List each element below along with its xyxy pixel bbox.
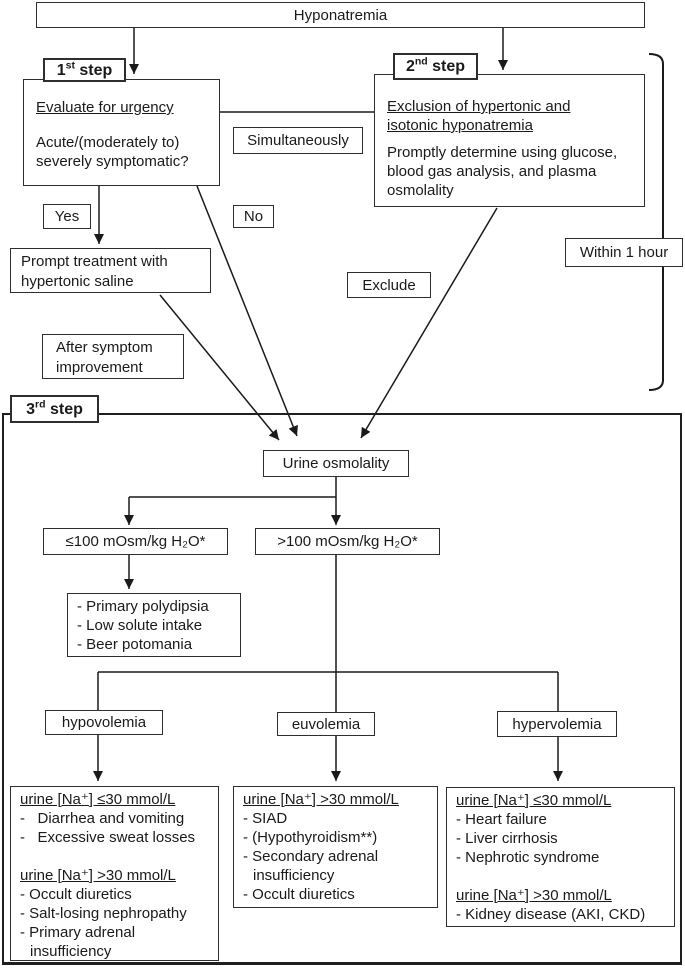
after-symptom-box: After symptom improvement — [42, 334, 184, 379]
osm-low-box: ≤100 mOsm/kg H₂O* — [43, 528, 228, 555]
osm-high-label: >100 mOsm/kg H₂O* — [277, 533, 418, 550]
exclude-box: Exclude — [347, 272, 431, 298]
yes-label: Yes — [54, 208, 80, 225]
step2-body-line2: blood gas analysis, and plasma — [387, 163, 597, 180]
after-line1: After symptom — [56, 339, 153, 356]
hyper-cause-kidney: - Kidney disease (AKI, CKD) — [456, 906, 646, 923]
step2-heading-line1: Exclusion of hypertonic and — [387, 98, 571, 115]
hypovolemia-label: hypovolemia — [61, 714, 147, 731]
hypervolemia-box: hypervolemia — [497, 711, 617, 737]
spacer-line — [20, 847, 218, 866]
hyponatremia-title: Hyponatremia — [293, 6, 388, 24]
hypo-cause-adrenal: - Primary adrenal — [20, 924, 136, 941]
after-line2: improvement — [56, 359, 143, 376]
hypo-na-gt30-heading: urine [Na⁺] >30 mmol/L — [20, 867, 176, 884]
step2-box: Exclusion of hypertonic and isotonic hyp… — [374, 74, 645, 207]
low-osm-cause-2: - Low solute intake — [77, 617, 203, 634]
low-osm-cause-3: - Beer potomania — [77, 636, 193, 653]
step2-heading-line2: isotonic hyponatremia — [387, 117, 533, 134]
step1-label-text: 1st step — [56, 59, 113, 79]
hypovolemia-box: hypovolemia — [45, 710, 163, 735]
hyper-cause-liver: - Liver cirrhosis — [456, 830, 558, 847]
step1-body-line1: Acute/(moderately to) — [36, 134, 180, 151]
hyper-cause-heart: - Heart failure — [456, 811, 547, 828]
no-label: No — [243, 208, 264, 225]
eu-cause-secondary-adrenal-wrap: insufficiency — [253, 867, 335, 884]
step3-region-box — [2, 413, 682, 965]
hypervolemia-detail-box: urine [Na⁺] ≤30 mmol/L - Heart failure -… — [446, 787, 675, 927]
step1-box: Evaluate for urgency Acute/(moderately t… — [23, 79, 220, 186]
within-1-hour-bracket — [648, 53, 664, 391]
hypo-cause-adrenal-wrap: insufficiency — [30, 943, 112, 960]
step2-label-text: 2nd step — [405, 55, 466, 75]
hypovolemia-detail-box: urine [Na⁺] ≤30 mmol/L - Diarrhea and vo… — [10, 786, 219, 961]
step3-label: 3rd step — [10, 395, 99, 423]
hypervolemia-label: hypervolemia — [512, 715, 602, 733]
step3-label-text: 3rd step — [26, 398, 83, 418]
hyponatremia-box: Hyponatremia — [36, 2, 645, 28]
hypo-cause-nephropathy: - Salt-losing nephropathy — [20, 905, 187, 922]
step2-label: 2nd step — [393, 53, 478, 80]
spacer-line — [456, 867, 674, 886]
hypo-cause-sweat: - Excessive sweat losses — [20, 829, 196, 846]
within-1-hour-label: Within 1 hour — [579, 244, 669, 261]
hyper-na-gt30-heading: urine [Na⁺] >30 mmol/L — [456, 887, 612, 904]
prompt-line2: hypertonic saline — [21, 273, 134, 290]
exclude-label: Exclude — [362, 276, 416, 294]
osm-high-box: >100 mOsm/kg H₂O* — [255, 528, 440, 555]
within-1-hour-box: Within 1 hour — [565, 238, 683, 267]
eu-cause-secondary-adrenal: - Secondary adrenal — [243, 848, 379, 865]
simultaneously-label: Simultaneously — [247, 132, 349, 149]
step2-body-line3: osmolality — [387, 182, 454, 199]
osm-low-label: ≤100 mOsm/kg H₂O* — [65, 533, 206, 550]
eu-cause-siad: - SIAD — [243, 810, 288, 827]
hypo-cause-diuretics: - Occult diuretics — [20, 886, 132, 903]
euvolemia-box: euvolemia — [277, 712, 375, 736]
prompt-treatment-box: Prompt treatment with hypertonic saline — [10, 248, 211, 293]
eu-cause-hypothyroidism: - (Hypothyroidism**) — [243, 829, 378, 846]
no-box: No — [233, 205, 274, 228]
urine-osmolality-box: Urine osmolality — [263, 450, 409, 477]
simultaneously-box: Simultaneously — [233, 127, 363, 154]
hyper-cause-nephrotic: - Nephrotic syndrome — [456, 849, 600, 866]
eu-cause-occult-diuretics: - Occult diuretics — [243, 886, 355, 903]
step1-label: 1st step — [43, 58, 126, 82]
yes-box: Yes — [43, 204, 91, 229]
low-osm-causes-box: - Primary polydipsia - Low solute intake… — [67, 593, 241, 657]
euvolemia-label: euvolemia — [291, 715, 361, 733]
arrow-prompt-to-urine — [159, 294, 280, 441]
urine-osmolality-label: Urine osmolality — [282, 455, 390, 472]
step1-body-line2: severely symptomatic? — [36, 153, 189, 170]
prompt-line1: Prompt treatment with — [21, 253, 168, 270]
low-osm-cause-1: - Primary polydipsia — [77, 598, 209, 615]
arrow-exclude-to-urine — [360, 207, 498, 439]
step1-heading: Evaluate for urgency — [36, 99, 174, 116]
hyper-na-le30-heading: urine [Na⁺] ≤30 mmol/L — [456, 792, 612, 809]
arrow-no-to-urine — [196, 185, 298, 437]
hypo-cause-diarrhea: - Diarrhea and vomiting — [20, 810, 185, 827]
step2-body-line1: Promptly determine using glucose, — [387, 144, 618, 161]
euvolemia-detail-box: urine [Na⁺] >30 mmol/L - SIAD - (Hypothy… — [233, 786, 438, 908]
hypo-na-le30-heading: urine [Na⁺] ≤30 mmol/L — [20, 791, 176, 808]
eu-na-gt30-heading: urine [Na⁺] >30 mmol/L — [243, 791, 399, 808]
